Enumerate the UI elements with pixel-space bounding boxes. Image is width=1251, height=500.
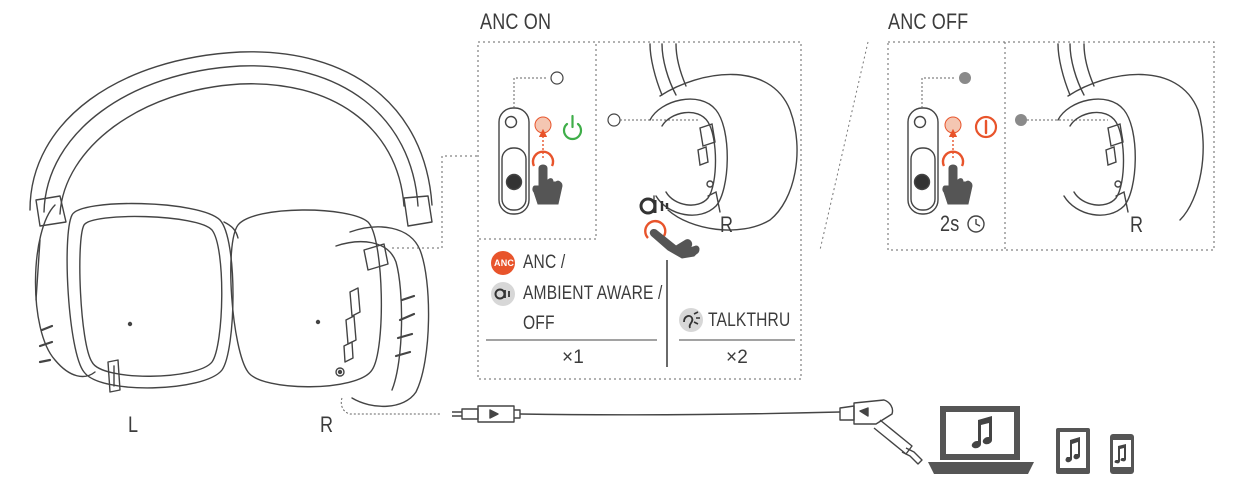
connector-line: [392, 155, 478, 249]
anc-on-panel: [477, 41, 802, 380]
ambient-aware-badge-icon: [491, 282, 515, 306]
led-indicator-grey: [1015, 114, 1027, 126]
music-note-icon: [971, 416, 992, 449]
anc-off-panel: [887, 41, 1215, 251]
power-off-icon: [974, 115, 998, 139]
anc-off-title: ANC OFF: [888, 9, 969, 34]
double-press-count: ×2: [726, 347, 749, 368]
talkthru-icon: [679, 308, 703, 332]
led-indicator: [607, 113, 621, 127]
led-indicator-off: [550, 71, 564, 85]
ambient-aware-icon: [639, 197, 669, 215]
right-earcup-label: R: [320, 412, 334, 437]
anc-off-side-label: R: [1130, 212, 1144, 237]
left-earcup-label: L: [128, 412, 139, 437]
talkthru-label: TALKTHRU: [708, 310, 791, 331]
music-note-icon: [1065, 437, 1080, 463]
tablet-icon: [1056, 428, 1090, 474]
mode-line-ambient: AMBIENT AWARE /: [523, 283, 663, 304]
anc-badge-icon: [491, 251, 515, 275]
anc-badge-text: ANC: [494, 258, 515, 268]
music-note-icon: [1114, 444, 1126, 464]
audio-cable: [340, 397, 923, 465]
phone-icon: [1110, 434, 1134, 474]
hand-press-icon: [942, 164, 973, 205]
mode-line-anc: ANC /: [523, 252, 566, 273]
headphones-illustration: [29, 51, 433, 408]
hand-press-icon: [532, 164, 563, 205]
anc-on-title: ANC ON: [480, 9, 552, 34]
power-icon: [562, 114, 583, 141]
laptop-icon: [928, 406, 1034, 474]
single-press-count: ×1: [562, 347, 585, 368]
clock-icon: [967, 215, 985, 233]
hold-time-label: 2s: [940, 211, 960, 236]
anc-on-side-label: R: [720, 212, 734, 237]
mode-line-off: OFF: [523, 313, 555, 334]
led-indicator-grey: [959, 72, 971, 84]
